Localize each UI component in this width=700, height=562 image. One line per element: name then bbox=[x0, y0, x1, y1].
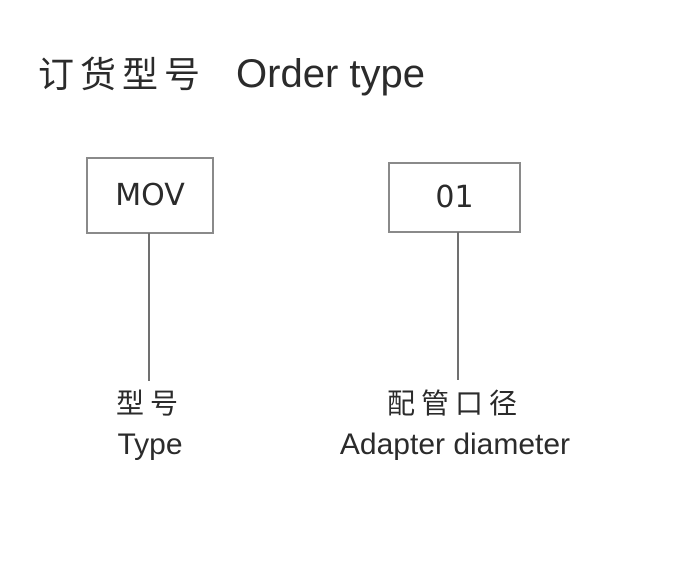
type-label: 型号 Type bbox=[60, 383, 240, 465]
adapter-code-box: 01 bbox=[388, 162, 521, 233]
adapter-label-english: Adapter diameter bbox=[339, 428, 571, 461]
adapter-leader-line bbox=[457, 232, 459, 380]
type-label-english: Type bbox=[117, 428, 183, 461]
type-code-box: MOV bbox=[86, 157, 214, 234]
adapter-label: 配管口径 Adapter diameter bbox=[300, 383, 610, 465]
type-leader-line bbox=[148, 233, 150, 381]
adapter-label-chinese: 配管口径 bbox=[386, 387, 523, 420]
heading-chinese: 订货型号 bbox=[38, 55, 207, 96]
order-type-heading: 订货型号 Order type bbox=[38, 46, 425, 102]
type-label-chinese: 型号 bbox=[115, 387, 184, 420]
heading-english: Order type bbox=[236, 52, 425, 96]
